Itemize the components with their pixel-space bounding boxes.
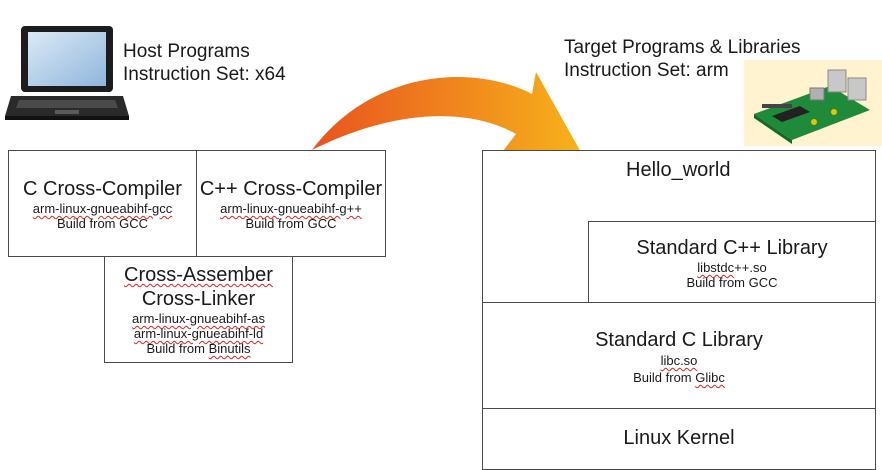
target-heading-line2: Instruction Set: arm	[564, 60, 729, 81]
standard-c-library-source: Build from Glibc	[633, 370, 725, 385]
target-heading: Target Programs & Libraries Instruction …	[564, 36, 801, 82]
cross-assembler-linker-box: Cross-Assember Cross-Linker arm-linux-gn…	[104, 256, 293, 363]
c-cross-compiler-source: Build from GCC	[56, 216, 149, 231]
standard-cpp-library-box: Standard C++ Library libstdc++.so Build …	[588, 221, 876, 303]
stack-divider-1	[482, 302, 876, 303]
stack-divider-2	[482, 408, 876, 409]
c-cross-compiler-binary: arm-linux-gnueabihf-gcc	[32, 201, 173, 216]
raspberry-pi-board-icon	[744, 60, 882, 146]
c-cross-compiler-title: C Cross-Compiler	[23, 178, 182, 200]
cpp-cross-compiler-binary: arm-linux-gnueabihf-g++	[220, 201, 362, 216]
cpp-cross-compiler-box: C++ Cross-Compiler arm-linux-gnueabihf-g…	[196, 150, 386, 257]
standard-c-library-title: Standard C Library	[595, 329, 763, 351]
cross-linker-title: Cross-Linker	[141, 288, 256, 310]
hello-world-label: Hello_world	[626, 159, 731, 181]
standard-c-library-file: libc.so	[660, 353, 698, 368]
standard-cpp-library-file: libstdc++.so	[697, 260, 767, 275]
curved-arrow	[312, 72, 582, 160]
cpp-cross-compiler-title: C++ Cross-Compiler	[199, 178, 383, 200]
host-heading-line2: Instruction Set: x64	[123, 64, 286, 85]
linker-binary: arm-linux-gnueabihf-ld	[133, 326, 264, 341]
standard-cpp-library-title: Standard C++ Library	[636, 237, 828, 259]
standard-c-library-section: Standard C Library libc.so Build from Gl…	[482, 328, 876, 385]
target-stack	[482, 150, 876, 470]
laptop-icon	[5, 26, 129, 120]
cross-assembler-title: Cross-Assember	[124, 264, 273, 286]
cpp-cross-compiler-source: Build from GCC	[245, 216, 337, 231]
assembler-linker-source: Build from Binutils	[146, 341, 251, 356]
linux-kernel-label: Linux Kernel	[623, 427, 735, 449]
standard-cpp-library-source: Build from GCC	[686, 275, 778, 290]
host-heading-line1: Host Programs	[123, 41, 250, 62]
c-cross-compiler-box: C Cross-Compiler arm-linux-gnueabihf-gcc…	[8, 150, 197, 257]
host-heading: Host Programs Instruction Set: x64	[123, 40, 286, 86]
target-heading-line1: Target Programs & Libraries	[564, 37, 801, 58]
assembler-binary: arm-linux-gnueabihf-as	[132, 311, 265, 326]
